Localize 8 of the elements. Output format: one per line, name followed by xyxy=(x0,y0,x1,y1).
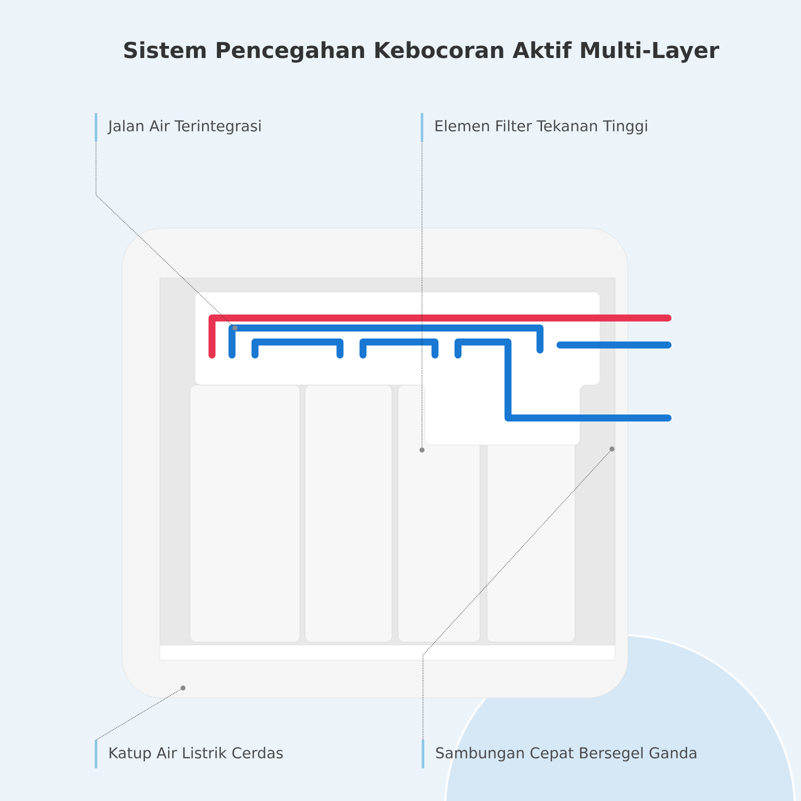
leader-line xyxy=(422,450,611,740)
callout-label: Sambungan Cepat Bersegel Ganda xyxy=(422,740,696,768)
leader-line xyxy=(96,140,234,326)
callout-label: Elemen Filter Tekanan Tinggi xyxy=(420,113,647,142)
callout-label: Katup Air Listrik Cerdas xyxy=(94,740,283,768)
title: Sistem Pencegahan Kebocoran Aktif Multi-Layer xyxy=(124,41,720,63)
leader-line xyxy=(96,689,182,740)
callout-label: Jalan Air Terintegrasi xyxy=(94,113,260,142)
